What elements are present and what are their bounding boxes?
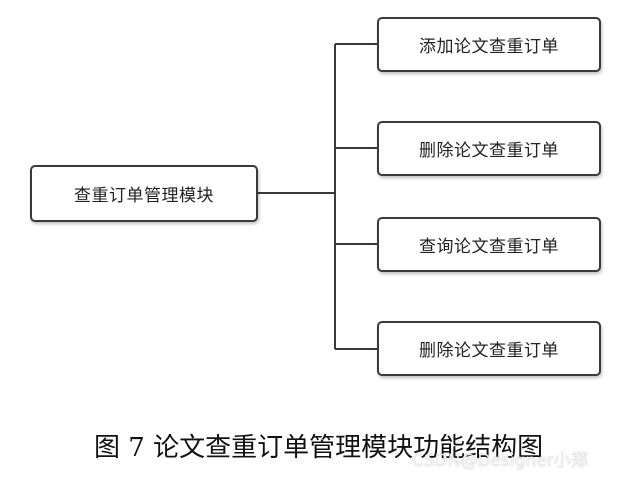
watermark: CSDN@Designer小郑 [412, 451, 588, 471]
child-node-delete-order-2: 删除论文查重订单 [377, 321, 601, 376]
root-node: 查重订单管理模块 [30, 165, 258, 222]
root-node-label: 查重订单管理模块 [74, 186, 214, 206]
child-node-query-order: 查询论文查重订单 [377, 217, 601, 272]
child-node-add-order: 添加论文查重订单 [377, 17, 601, 72]
child-node-delete-order: 删除论文查重订单 [377, 121, 601, 176]
child-node-label: 添加论文查重订单 [419, 37, 559, 57]
child-node-label: 查询论文查重订单 [419, 237, 559, 257]
child-node-label: 删除论文查重订单 [419, 141, 559, 161]
figure-caption: 图 7 论文查重订单管理模块功能结构图 [94, 433, 544, 463]
child-node-label: 删除论文查重订单 [419, 341, 559, 361]
